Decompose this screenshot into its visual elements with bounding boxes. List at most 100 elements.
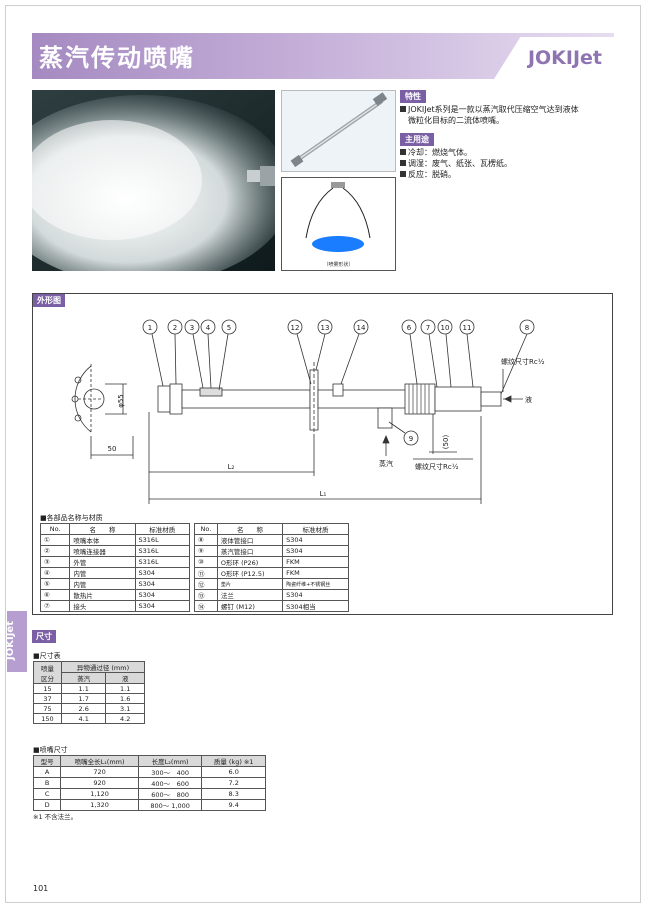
table-header-row: No. 名 称 标准材质 (39, 523, 191, 535)
liquid-port (480, 391, 502, 407)
callout-3: 3 (190, 324, 194, 332)
use-line-3: 反应：脱硝。 (408, 170, 456, 179)
flange-arc (74, 365, 92, 433)
header-liquid: 液 (105, 672, 145, 684)
bullet-square (400, 106, 406, 112)
table-header-row: No. 名 称 标准材质 (194, 523, 349, 535)
feature-line-2: 微粒化目标的二流体喷嘴。 (408, 116, 504, 125)
dim-phi55: φ55 (117, 394, 125, 408)
table-header-row: 喷量区分 异物通过径 (mm) (33, 661, 146, 684)
header-flow: 喷量 (40, 664, 54, 673)
dim-L2: L₂ (228, 463, 235, 471)
bolt-hole (74, 376, 82, 384)
callout-4: 4 (206, 324, 211, 332)
bullet-square (400, 171, 406, 177)
page-header: 蒸汽传动喷嘴 JOKIJet (32, 33, 614, 79)
inner-pipe-section (199, 387, 223, 397)
callout-7: 7 (426, 324, 430, 332)
header-material: 标准材质 (134, 523, 191, 535)
page-number: 101 (33, 884, 49, 893)
spray-pattern-illustration (305, 182, 371, 252)
header-no: No. (39, 523, 71, 535)
cooling-fins (404, 383, 436, 415)
callouts (142, 319, 535, 446)
use-line-1: 冷却：燃烧气体。 (408, 148, 472, 157)
use-line-2: 调湿：废气、纸张、瓦楞纸。 (408, 159, 512, 168)
bullet-square (400, 160, 406, 166)
bolt-hole (71, 395, 79, 403)
callout-13: 13 (321, 324, 330, 332)
callout-9: 9 (409, 435, 413, 443)
steam-label: 蒸汽 (379, 459, 393, 468)
header-passage: 异物通过径 (mm) (60, 661, 146, 673)
side-brand-label: JOKIJet (4, 621, 16, 660)
bolt (332, 383, 344, 397)
liquid-arrow-head (504, 395, 512, 403)
outline-drawing-section: 外形图 (32, 293, 613, 615)
header-material: 标准材质 (282, 523, 349, 535)
callout-8: 8 (525, 324, 529, 332)
callout-2: 2 (173, 324, 177, 332)
bolt-hole (74, 414, 82, 422)
callout-5: 5 (227, 324, 231, 332)
liquid-label: 液 (525, 395, 532, 404)
table-header-row: 蒸汽 液 (34, 672, 145, 684)
header-no: No. (194, 523, 218, 535)
fin-lines (408, 384, 430, 414)
spray-photo (32, 90, 275, 271)
outline-tag: 外形图 (33, 294, 65, 307)
footnote: ※1 不含法兰。 (33, 813, 78, 821)
pipe-section (83, 388, 105, 410)
outline-drawing: 1 2 3 4 5 12 13 14 6 7 10 11 8 9 φ55 50 … (71, 319, 545, 504)
callout-1: 1 (148, 324, 152, 332)
header-name: 名 称 (216, 523, 284, 535)
features-tag: 特性 (400, 90, 426, 103)
header-steam: 蒸汽 (60, 672, 107, 684)
uses-section: 主用途 冷却：燃烧气体。 调湿：废气、纸张、瓦楞纸。 反应：脱硝。 (400, 133, 615, 180)
nozzle-connector (169, 383, 183, 415)
header-class: 区分 (40, 674, 54, 683)
page-title: 蒸汽传动喷嘴 (39, 44, 195, 72)
features-section: 特性 JOKIJet系列是一款以蒸汽取代压缩空气达到液体 微粒化目标的二流体喷嘴… (400, 90, 615, 126)
dimensions-tag: 尺寸 (32, 630, 56, 643)
nozzle-tip (157, 385, 171, 413)
page-frame (5, 5, 641, 903)
steam-port (377, 407, 393, 429)
spray-illustration (32, 90, 275, 271)
feature-line-1: JOKIJet系列是一款以蒸汽取代压缩空气达到液体 (408, 105, 579, 114)
bullet-square (400, 149, 406, 155)
nozzle-dims-label: ■喷嘴尺寸 (33, 746, 68, 754)
dim-L1: L₁ (320, 490, 327, 498)
header-name: 名 称 (69, 523, 136, 535)
steam-arrow-head (382, 434, 390, 444)
header-total-length: 喷嘴全长L₁(mm) (60, 755, 139, 767)
brand-logo: JOKIJet (527, 47, 602, 69)
side-brand-tab: JOKIJet (4, 611, 27, 672)
header-model: 型号 (32, 755, 62, 767)
uses-tag: 主用途 (400, 133, 434, 146)
callout-6: 6 (407, 324, 412, 332)
spray-pattern-figure: （喷雾形状） (281, 177, 396, 271)
nozzle-photo (281, 90, 396, 172)
thread-size-top: 螺纹尺寸Rc½ (501, 357, 545, 366)
